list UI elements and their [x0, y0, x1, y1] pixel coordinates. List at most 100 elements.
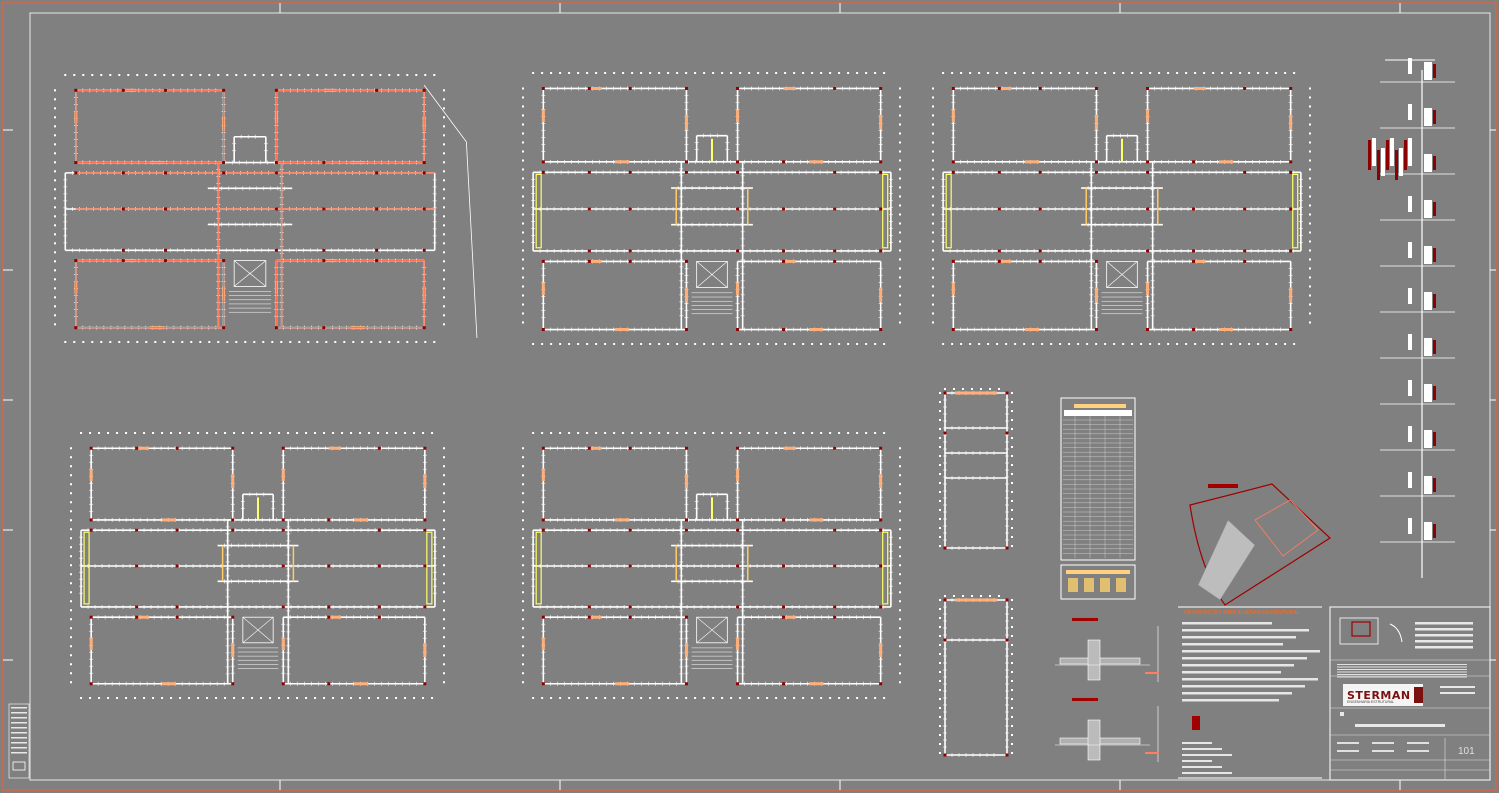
dim-mark	[161, 697, 164, 699]
pillar	[89, 615, 93, 619]
dim-mark	[820, 697, 823, 699]
infill-panel	[809, 328, 824, 332]
wall-segment	[1408, 58, 1412, 74]
dim-mark	[739, 432, 742, 434]
dim-mark	[323, 432, 326, 434]
wall-segment	[1424, 384, 1432, 402]
dim-mark	[1011, 428, 1013, 430]
dim-mark	[939, 509, 941, 511]
pillar	[135, 564, 139, 568]
dim-mark	[443, 519, 445, 522]
dim-mark	[443, 483, 445, 486]
dim-mark	[443, 206, 445, 209]
dim-mark	[443, 681, 445, 684]
dim-mark	[522, 582, 524, 585]
dim-mark	[829, 432, 832, 434]
dim-mark	[1309, 303, 1311, 306]
dim-mark	[443, 627, 445, 630]
pillar	[1005, 431, 1009, 435]
stair-diagonal	[233, 260, 267, 287]
dim-mark	[522, 303, 524, 306]
dim-mark	[613, 697, 616, 699]
pillar	[736, 605, 740, 609]
dim-mark	[1011, 635, 1013, 637]
highlight-wall	[945, 173, 952, 249]
dim-mark	[179, 697, 182, 699]
dim-mark	[443, 89, 445, 92]
dim-mark	[532, 72, 535, 74]
dim-mark	[932, 312, 934, 315]
dim-mark	[433, 74, 436, 76]
pillar	[375, 207, 379, 211]
dim-mark	[1011, 392, 1013, 394]
dim-mark	[899, 564, 901, 567]
dim-mark	[127, 74, 130, 76]
dim-mark	[1309, 132, 1311, 135]
pillar	[1289, 86, 1293, 90]
pillar	[587, 446, 591, 450]
dim-mark	[1086, 343, 1089, 345]
dim-mark	[971, 595, 973, 597]
dim-mark	[1309, 321, 1311, 324]
dim-mark	[289, 341, 292, 343]
dim-mark	[522, 96, 524, 99]
dim-mark	[953, 595, 955, 597]
dim-mark	[443, 134, 445, 137]
dim-mark	[939, 419, 941, 421]
dim-mark	[899, 150, 901, 153]
infill-panel	[1024, 160, 1040, 164]
dim-mark	[244, 341, 247, 343]
dim-mark	[944, 595, 946, 597]
dim-mark	[1185, 72, 1188, 74]
detail-title-bar	[1072, 698, 1098, 701]
title-block	[1329, 606, 1491, 781]
dim-mark	[939, 437, 941, 439]
border-ticks	[3, 3, 1496, 790]
dim-mark	[631, 432, 634, 434]
dim-mark	[332, 432, 335, 434]
infill-panel	[1146, 282, 1150, 295]
dim-mark	[649, 432, 652, 434]
dim-mark	[847, 432, 850, 434]
pillar	[879, 528, 883, 532]
dim-mark	[54, 107, 56, 110]
pillar	[833, 564, 837, 568]
dim-mark	[522, 276, 524, 279]
title-text-line	[1407, 750, 1429, 752]
dim-mark	[932, 285, 934, 288]
infill-panel	[955, 391, 997, 395]
dim-mark	[70, 474, 72, 477]
dim-mark	[939, 608, 941, 610]
dim-mark	[939, 752, 941, 754]
dim-mark	[443, 197, 445, 200]
dim-mark	[70, 492, 72, 495]
pillar	[1433, 64, 1436, 78]
pillar	[121, 248, 125, 252]
dim-mark	[522, 231, 524, 234]
dim-mark	[939, 680, 941, 682]
dim-mark	[522, 483, 524, 486]
dim-mark	[443, 188, 445, 191]
dim-mark	[269, 697, 272, 699]
dim-mark	[443, 465, 445, 468]
pillar	[1433, 524, 1436, 538]
dim-mark	[343, 74, 346, 76]
dim-mark	[1041, 72, 1044, 74]
table-header-band	[1074, 404, 1126, 408]
dim-mark	[939, 500, 941, 502]
highlight-wall	[1292, 173, 1299, 249]
dim-mark	[899, 186, 901, 189]
infill-panel	[614, 682, 630, 686]
infill-panel	[684, 287, 688, 303]
dim-mark	[899, 672, 901, 675]
pillar	[736, 564, 740, 568]
dim-mark	[1221, 72, 1224, 74]
pillar	[1243, 170, 1247, 174]
dim-mark	[939, 446, 941, 448]
pillar	[231, 615, 235, 619]
dim-mark	[1167, 343, 1170, 345]
dim-mark	[54, 260, 56, 263]
dim-mark	[838, 697, 841, 699]
dim-mark	[70, 546, 72, 549]
